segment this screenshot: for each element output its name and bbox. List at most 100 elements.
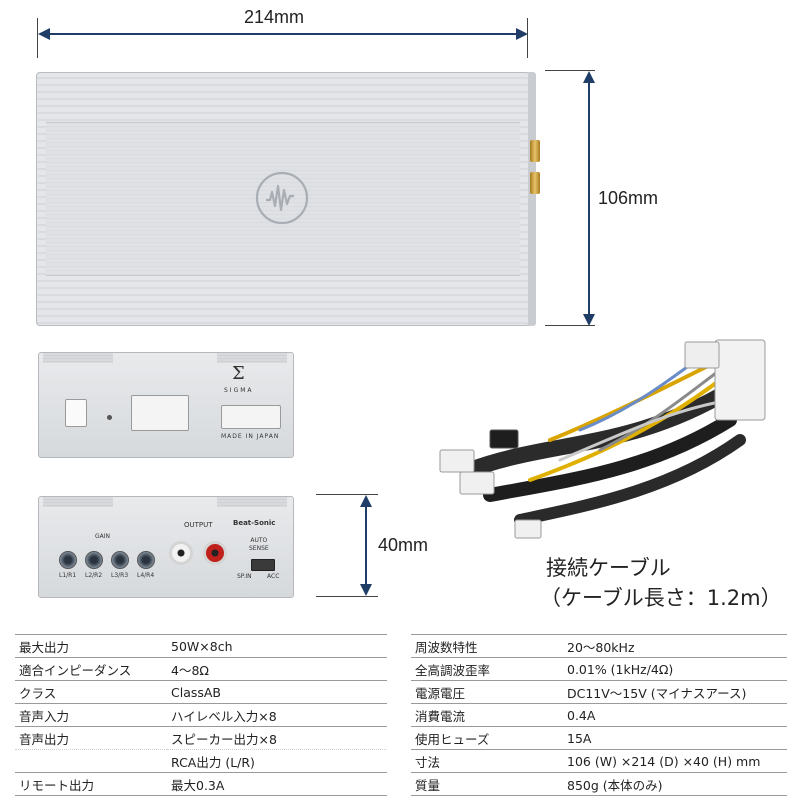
made-in-label: MADE IN JAPAN [221, 433, 280, 440]
auto-sense-label: AUTO SENSE [249, 537, 269, 552]
height-tick-top [316, 494, 378, 495]
spec-key: 適合インピーダンス [15, 657, 167, 681]
height-dimension-label: 40mm [378, 535, 429, 555]
rear-panel-view: GAIN L1/R1 L2/R2 L3/R3 L4/R4 OUTPUT Beat… [38, 496, 294, 598]
height-arrow-up-icon [360, 495, 372, 507]
spec-key: 最大出力 [15, 634, 167, 658]
cable-caption-line1: 接続ケーブル [546, 556, 671, 580]
spec-key: 音声出力 [15, 726, 167, 750]
gain-knob-2[interactable] [85, 551, 103, 569]
rear-panel-right-fin [217, 497, 287, 507]
spec-row: RCA出力 (L/R) [15, 749, 387, 773]
spec-key: クラス [15, 680, 167, 704]
spec-value: 4～8Ω [167, 657, 387, 681]
spec-value: 106 (W) ×214 (D) ×40 (H) mm [563, 749, 787, 773]
spec-value: スピーカー出力×8 [167, 726, 387, 750]
spec-key: 消費電流 [411, 703, 563, 727]
gain-label: GAIN [95, 533, 111, 540]
spec-key: 全高調波歪率 [411, 657, 563, 681]
output-label: OUTPUT [184, 521, 213, 529]
gain-knob-3[interactable] [111, 551, 129, 569]
spec-key: 質量 [411, 772, 563, 796]
width-arrow-line [44, 33, 520, 35]
width-arrow-right-icon [516, 28, 528, 40]
spec-value: ハイレベル入力×8 [167, 703, 387, 727]
height-arrow-line [365, 500, 367, 590]
height-arrow-down-icon [360, 584, 372, 596]
gain-channel-2: L2/R2 [85, 572, 103, 579]
sigma-symbol: Σ [232, 363, 245, 384]
spec-value: 15A [563, 726, 787, 750]
spec-row: 音声出力スピーカー出力×8 [15, 726, 387, 750]
depth-tick-top [545, 70, 595, 71]
height-tick-bottom [316, 596, 378, 597]
depth-arrow-line [588, 76, 590, 320]
rca-red-jack [203, 541, 227, 565]
depth-arrow-down-icon [583, 314, 595, 326]
depth-dimension-label: 106mm [598, 188, 659, 208]
spec-key: リモート出力 [15, 772, 167, 796]
spec-value: RCA出力 (L/R) [167, 749, 387, 773]
sigma-text: SIGMA [224, 387, 254, 394]
status-led-icon [107, 415, 112, 420]
spec-value: 最大0.3A [167, 772, 387, 796]
spec-row: リモート出力最大0.3A [15, 772, 387, 796]
spec-key [15, 749, 167, 773]
rca-white-jack [169, 541, 193, 565]
depth-tick-bottom [545, 325, 595, 326]
amplifier-endcap [528, 72, 536, 326]
spec-key: 音声入力 [15, 703, 167, 727]
gain-channel-4: L4/R4 [137, 572, 155, 579]
speaker-input-connector [131, 395, 189, 431]
switch-right-label: ACC [267, 573, 280, 580]
spec-value: 0.4A [563, 703, 787, 727]
spec-value: ClassAB [167, 680, 387, 704]
spec-row: 音声入力ハイレベル入力×8 [15, 703, 387, 727]
spec-value: 50W×8ch [167, 634, 387, 658]
gain-knob-1[interactable] [59, 551, 77, 569]
front-panel-view: Σ SIGMA MADE IN JAPAN [38, 352, 294, 458]
spec-key: 周波数特性 [411, 634, 563, 658]
width-arrow-left-icon [38, 28, 50, 40]
spec-key: 電源電圧 [411, 680, 563, 704]
spec-value: 20～80kHz [563, 634, 787, 658]
rca-terminal-top [530, 140, 540, 162]
front-panel-right-fin [217, 353, 287, 363]
width-dimension-label: 214mm [244, 7, 305, 27]
gain-knob-4[interactable] [137, 551, 155, 569]
auto-sense-switch[interactable] [251, 559, 275, 571]
brand-logo-icon [255, 171, 309, 225]
front-panel-left-fin [43, 353, 113, 363]
depth-arrow-up-icon [583, 71, 595, 83]
spec-value: 850g (本体のみ) [563, 772, 787, 796]
spec-value: DC11V～15V (マイナスアース) [563, 680, 787, 704]
brand-label: Beat-Sonic [233, 519, 276, 527]
cable-caption-line2: （ケーブル長さ：1.2m） [540, 586, 782, 610]
amplifier-top-view [36, 72, 536, 326]
gain-channel-1: L1/R1 [59, 572, 77, 579]
power-connector [65, 399, 87, 427]
width-tick-left [37, 18, 38, 58]
output-connector [221, 405, 281, 429]
switch-left-label: SP.IN [237, 573, 252, 580]
spec-key: 寸法 [411, 749, 563, 773]
connection-cable-image [439, 339, 766, 539]
rca-terminal-bottom [530, 172, 540, 194]
rear-panel-left-fin [43, 497, 113, 507]
spec-value: 0.01% (1kHz/4Ω) [563, 657, 787, 681]
gain-channel-3: L3/R3 [111, 572, 129, 579]
